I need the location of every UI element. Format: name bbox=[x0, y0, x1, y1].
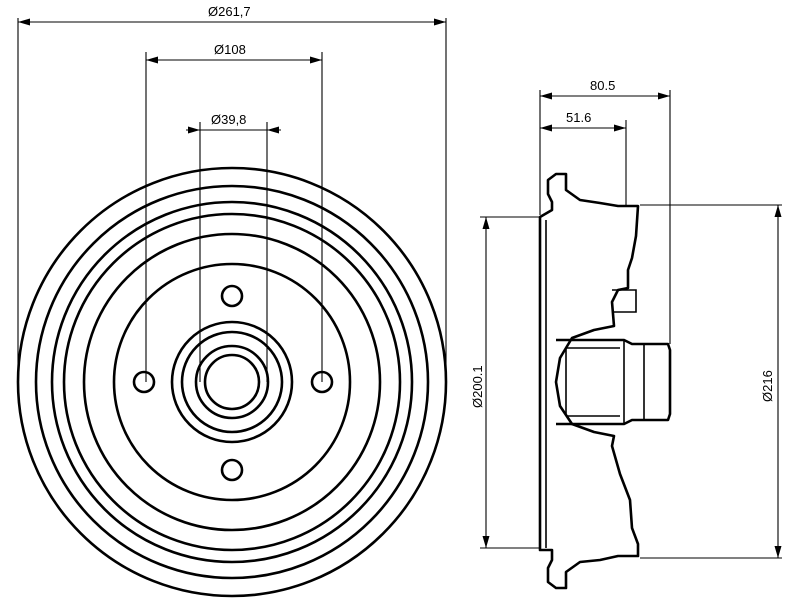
wheel-bolt-hole-bottom bbox=[220, 458, 244, 482]
drum-friction-surface-outer bbox=[50, 200, 414, 564]
dimension-outer-diameter: Ø261,7 bbox=[17, 4, 447, 382]
dimension-total-height: 80.5 bbox=[539, 78, 671, 344]
stud-seat bbox=[612, 289, 637, 313]
hub-boss bbox=[556, 338, 672, 426]
hub-flange bbox=[112, 262, 352, 502]
dimension-inner-height: 51.6 bbox=[540, 110, 627, 205]
dimension-outer-diameter-label: Ø261,7 bbox=[208, 4, 251, 19]
drum-profile bbox=[538, 172, 640, 590]
center-bore bbox=[203, 353, 261, 411]
dimension-drum-diameter: Ø200.1 bbox=[470, 216, 540, 549]
dimension-inner-height-label: 51.6 bbox=[566, 110, 591, 125]
hub-boss-inner bbox=[180, 330, 284, 434]
drum-friction-surface-inner bbox=[62, 212, 402, 552]
dimension-bolt-circle: Ø108 bbox=[145, 42, 323, 382]
side-view: 80.5 51.6 Ø200.1 Ø216 bbox=[470, 78, 782, 590]
dimension-drum-diameter-label: Ø200.1 bbox=[470, 365, 485, 408]
dimension-outer-rim-diameter: Ø216 bbox=[640, 204, 782, 559]
bearing-seat bbox=[194, 344, 270, 420]
wheel-bolt-hole-left bbox=[132, 370, 156, 394]
drum-inner-step bbox=[82, 232, 382, 532]
drum-outer-ring-2 bbox=[34, 184, 430, 580]
dimension-outer-rim-diameter-label: Ø216 bbox=[760, 370, 775, 402]
drum-outer-edge bbox=[16, 166, 448, 598]
dimension-center-bore-label: Ø39,8 bbox=[211, 112, 246, 127]
dimension-total-height-label: 80.5 bbox=[590, 78, 615, 93]
dimension-center-bore: Ø39,8 bbox=[186, 112, 281, 382]
dimension-bolt-circle-label: Ø108 bbox=[214, 42, 246, 57]
front-view: Ø261,7 Ø108 Ø39,8 bbox=[16, 4, 448, 598]
hub-boss-outer bbox=[170, 320, 294, 444]
wheel-bolt-hole-top bbox=[220, 284, 244, 308]
